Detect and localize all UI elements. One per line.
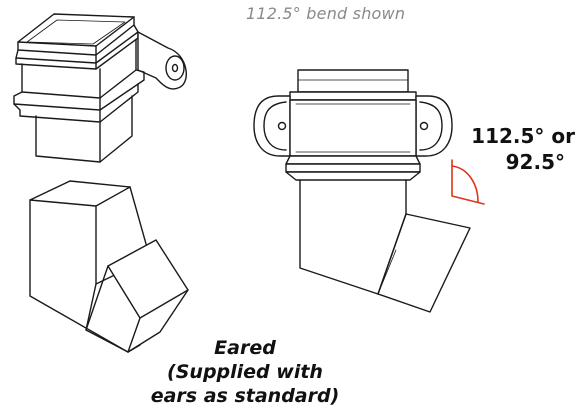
angle-label: 112.5° or 92.5° [460,123,575,175]
caption-text: 112.5° bend shown [246,4,406,23]
plain-bend-illustration [29,180,189,353]
eared-label-line3: ears as standard) [150,385,340,407]
eared-bend-illustration [253,69,471,313]
eared-label-line2: (Supplied with [167,361,323,383]
eared-label-line1: Eared [214,337,276,359]
angle-marker-icon [451,159,485,205]
angle-label-line1: 112.5° or [471,124,575,148]
eared-socket-illustration [13,13,187,163]
eared-label: Eared (Supplied with ears as standard) [140,336,350,408]
angle-label-line2: 92.5° [505,150,565,174]
